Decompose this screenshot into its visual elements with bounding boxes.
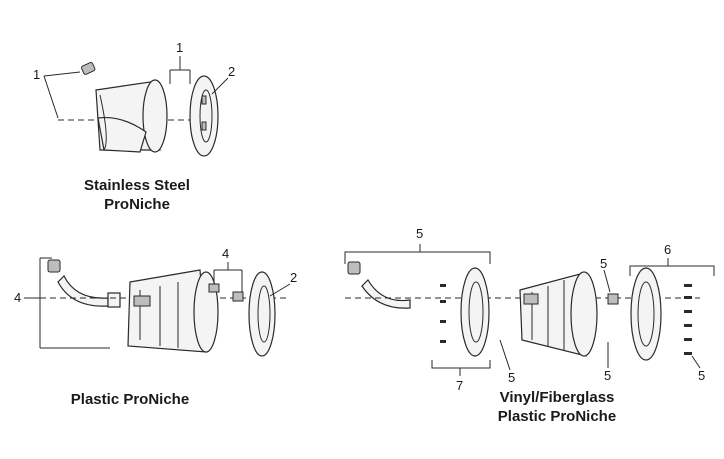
callout-vf-5a: 5 (416, 226, 423, 241)
caption-stainless-line2: ProNiche (104, 196, 170, 213)
bracket-vf-5a (344, 244, 491, 264)
pl-lens-ring (248, 271, 276, 357)
bracket-pl-4b (213, 262, 243, 292)
callout-pl-4a: 4 (14, 290, 21, 305)
callout-vf-7: 7 (456, 378, 463, 393)
vf-conduit-elbow (347, 261, 411, 309)
vf-screws (684, 284, 692, 355)
caption-plastic: Plastic ProNiche (70, 391, 190, 408)
vinyl-fiberglass-proniche-assembly: 5 7 5 5 5 (344, 226, 715, 393)
callout-vf-6: 6 (664, 242, 671, 257)
caption-vinyl-line2: Plastic ProNiche (497, 408, 617, 425)
callout-pl-4b: 4 (222, 246, 229, 261)
vf-face-ring (440, 267, 490, 357)
leader-vf-5e (691, 355, 701, 369)
bracket-vf-6 (629, 258, 715, 276)
bracket-vf-7 (431, 360, 491, 376)
callout-ss-1b: 1 (176, 40, 183, 55)
callout-pl-2: 2 (290, 270, 297, 285)
leader-ss-1a (43, 71, 81, 119)
leader-vf-5c (603, 269, 611, 293)
plastic-proniche-assembly: 4 4 2 (14, 246, 297, 357)
leader-ss-2 (211, 77, 229, 95)
stainless-steel-proniche-assembly: 1 1 2 (33, 40, 235, 157)
ss-lens-ring (189, 75, 219, 157)
leader-ss-1b (169, 56, 191, 84)
pl-conduit-elbow (47, 259, 121, 308)
caption-vinyl-line1: Vinyl/Fiberglass (499, 389, 615, 406)
callout-vf-5d: 5 (604, 368, 611, 383)
callout-vf-5b: 5 (508, 370, 515, 385)
vf-gasket-ring (630, 267, 662, 361)
caption-stainless-line1: Stainless Steel (84, 177, 190, 194)
leader-vf-5b (499, 339, 511, 371)
callout-ss-2: 2 (228, 64, 235, 79)
callout-vf-5e: 5 (698, 368, 705, 383)
leader-pl-2 (269, 283, 291, 297)
callout-ss-1a: 1 (33, 67, 40, 82)
ss-screw (81, 61, 96, 75)
callout-vf-5c: 5 (600, 256, 607, 271)
pl-small-fittings (208, 283, 244, 302)
ss-niche-body (95, 79, 168, 153)
caption-vinyl-fiberglass: Vinyl/Fiberglass Plastic ProNiche (482, 388, 632, 426)
bracket-pl-4a (24, 257, 110, 349)
vf-niche-body (519, 271, 598, 357)
vf-fitting (607, 293, 619, 305)
caption-stainless-steel: Stainless Steel ProNiche (62, 176, 212, 214)
pl-niche-body (127, 269, 219, 353)
